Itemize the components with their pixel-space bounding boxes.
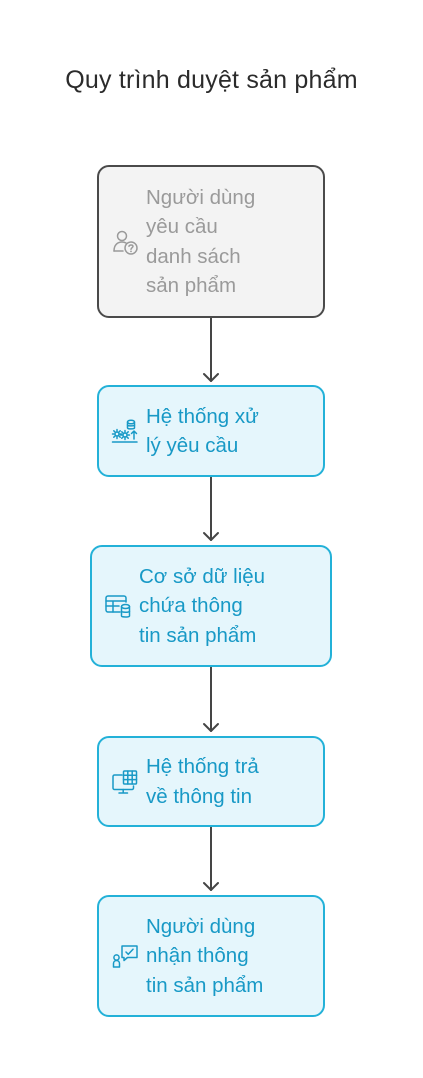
node-system-return: Hệ thống trả về thông tin bbox=[97, 736, 325, 827]
user-message-check-icon bbox=[112, 945, 138, 968]
arrow-3 bbox=[203, 666, 219, 732]
node-label: Cơ sở dữ liệu chứa thông tin sản phẩm bbox=[139, 564, 266, 647]
table-database-icon bbox=[105, 595, 131, 618]
node-system-process: Hệ thống xử lý yêu cầu bbox=[97, 385, 325, 477]
monitor-data-icon bbox=[112, 769, 138, 794]
node-label: Người dùng yêu cầu danh sách sản phẩm bbox=[146, 185, 256, 298]
node-label: Hệ thống xử lý yêu cầu bbox=[146, 404, 259, 458]
diagram-title: Quy trình duyệt sản phẩm bbox=[65, 66, 358, 94]
arrow-2 bbox=[203, 476, 219, 541]
arrow-1 bbox=[203, 317, 219, 382]
node-product-database: Cơ sở dữ liệu chứa thông tin sản phẩm bbox=[90, 545, 332, 667]
node-label: Người dùng nhận thông tin sản phẩm bbox=[146, 914, 264, 997]
user-question-icon bbox=[113, 230, 138, 255]
node-user-request: Người dùng yêu cầu danh sách sản phẩm bbox=[97, 165, 325, 318]
gears-database-icon bbox=[111, 419, 138, 443]
node-label: Hệ thống trả về thông tin bbox=[146, 755, 259, 808]
node-user-receive: Người dùng nhận thông tin sản phẩm bbox=[97, 895, 325, 1017]
arrow-4 bbox=[203, 826, 219, 891]
